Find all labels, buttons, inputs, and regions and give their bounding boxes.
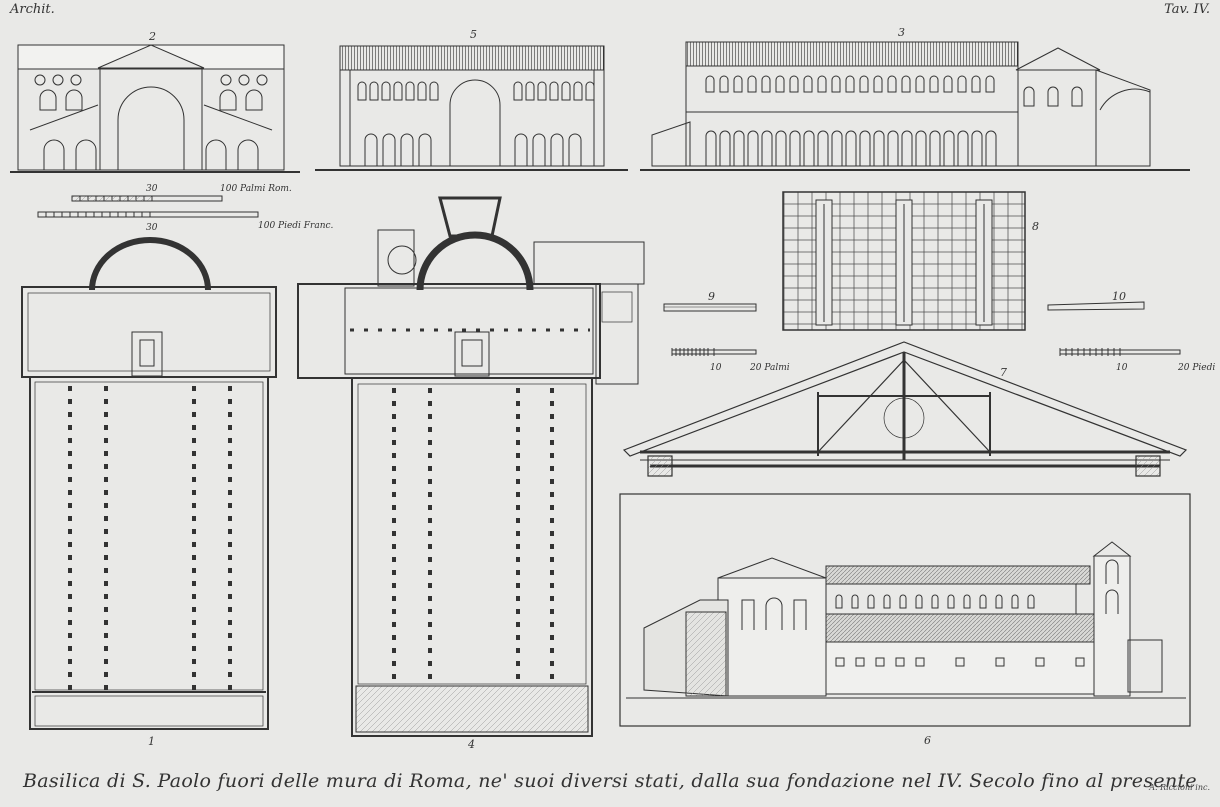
figure-7-roof-truss bbox=[622, 341, 1188, 477]
plate-caption: Basilica di S. Paolo fuori delle mura di… bbox=[23, 770, 1197, 792]
scale-palmi-end: 100 Palmi Rom. bbox=[220, 184, 292, 194]
figure-9-number: 9 bbox=[708, 290, 715, 303]
scale-palmi-small-start: 10 bbox=[710, 363, 722, 373]
plate-number-label: Tav. IV. bbox=[1164, 2, 1210, 17]
figure-9-beam-detail bbox=[663, 303, 757, 312]
figure-4-number: 4 bbox=[467, 738, 475, 751]
figure-7-number: 7 bbox=[1000, 366, 1007, 379]
figure-3-side-elevation bbox=[640, 41, 1190, 171]
scale-palmi-start: 30 bbox=[146, 184, 158, 194]
figure-2-cross-section bbox=[10, 44, 300, 173]
figure-3-number: 3 bbox=[898, 26, 905, 39]
engraver-signature: A. Riccioni inc. bbox=[1149, 783, 1210, 792]
scale-palmi-small-end: 20 Palmi bbox=[749, 363, 790, 373]
figure-5-longitudinal-section bbox=[315, 45, 628, 171]
scale-bar-piedi-francesi bbox=[37, 211, 259, 218]
scale-bar-palmi-romani bbox=[71, 195, 223, 202]
figure-1-ground-plan bbox=[21, 237, 277, 730]
figure-8-roof-framing bbox=[782, 191, 1026, 331]
figure-10-number: 10 bbox=[1112, 290, 1126, 303]
scale-piedi-small-end: 20 Piedi bbox=[1177, 363, 1215, 373]
scale-piedi-end: 100 Piedi Franc. bbox=[258, 221, 334, 231]
figure-6-exterior-view bbox=[619, 493, 1191, 727]
figure-4-ground-plan bbox=[297, 196, 645, 737]
scale-bar-piedi-small bbox=[1059, 348, 1181, 356]
figure-5-number: 5 bbox=[470, 28, 477, 41]
figure-1-number: 1 bbox=[148, 735, 155, 748]
scale-piedi-start: 30 bbox=[146, 223, 158, 233]
figure-6-number: 6 bbox=[924, 734, 931, 747]
figure-10-beam-detail bbox=[1047, 301, 1145, 311]
figure-8-number: 8 bbox=[1032, 220, 1039, 233]
figure-2-number: 2 bbox=[148, 30, 156, 43]
plate-series-label: Archit. bbox=[10, 2, 55, 17]
scale-bar-palmi-small bbox=[671, 348, 757, 356]
scale-piedi-small-start: 10 bbox=[1116, 363, 1128, 373]
